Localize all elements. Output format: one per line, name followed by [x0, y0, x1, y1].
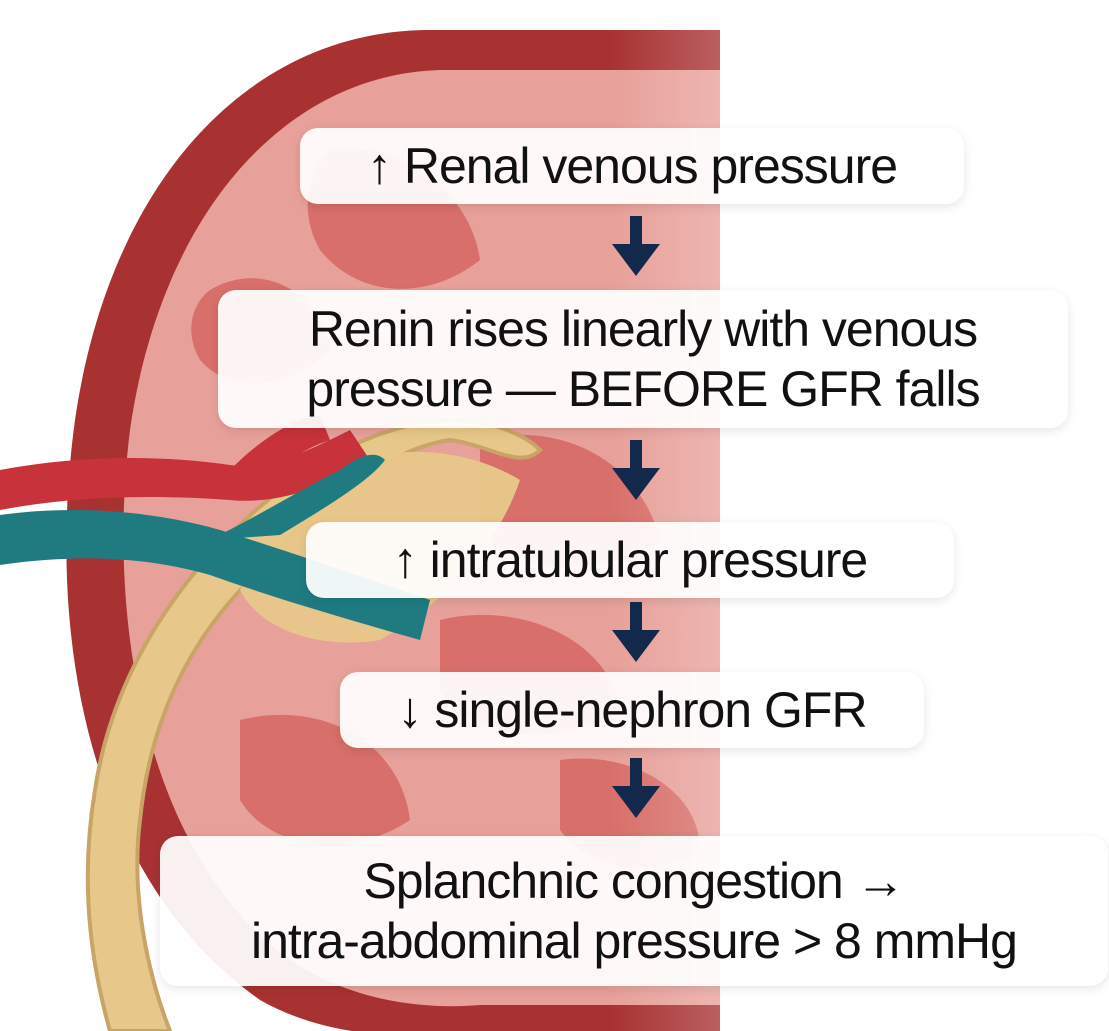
step-5-line-2: intra-abdominal pressure > 8 mmHg — [174, 911, 1094, 971]
step-3-text: ↑ intratubular pressure — [320, 530, 940, 590]
step-4-text: ↓ single-nephron GFR — [354, 680, 910, 740]
step-intratubular-pressure: ↑ intratubular pressure — [306, 522, 954, 598]
step-2-line-2: pressure — BEFORE GFR falls — [232, 359, 1054, 419]
step-2-line-1: Renin rises linearly with venous — [232, 299, 1054, 359]
step-renal-venous-pressure: ↑ Renal venous pressure — [300, 128, 964, 204]
step-renin-rises: Renin rises linearly with venous pressur… — [218, 290, 1068, 428]
step-1-text: ↑ Renal venous pressure — [314, 136, 950, 196]
step-single-nephron-gfr: ↓ single-nephron GFR — [340, 672, 924, 748]
step-5-line-1: Splanchnic congestion → — [174, 851, 1094, 911]
down-arrow-2 — [606, 440, 666, 502]
down-arrow-3 — [606, 602, 666, 664]
step-splanchnic-congestion: Splanchnic congestion → intra-abdominal … — [160, 836, 1108, 986]
down-arrow-1 — [606, 216, 666, 278]
down-arrow-4 — [606, 758, 666, 820]
